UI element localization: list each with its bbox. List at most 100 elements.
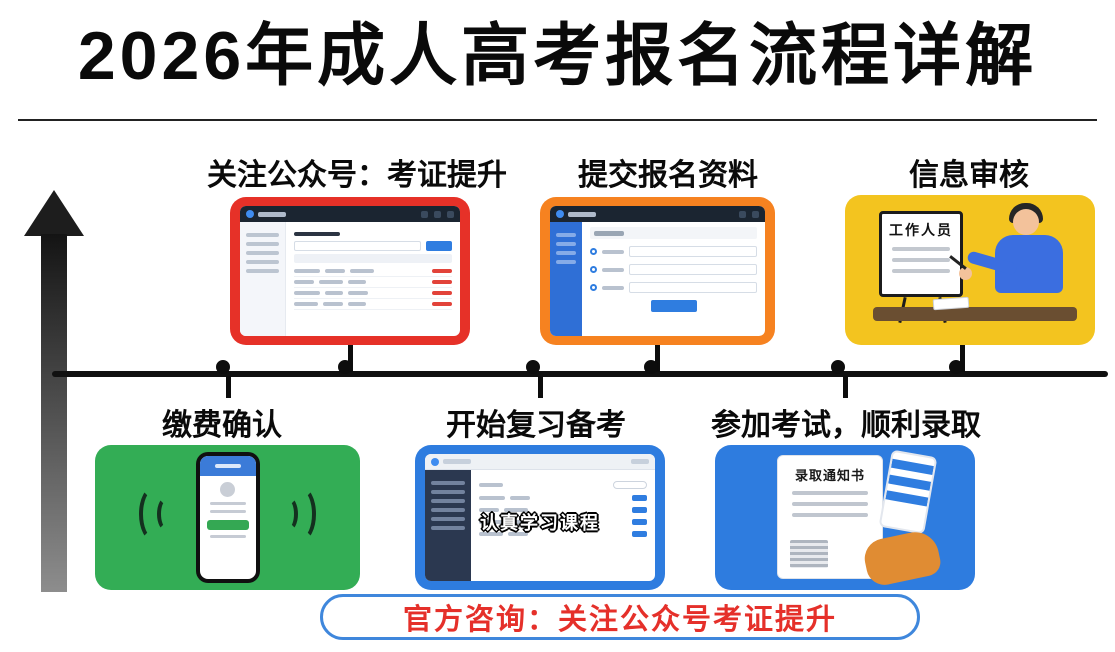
phone-text-line bbox=[209, 510, 246, 513]
step-label-exam: 参加考试，顺利录取 bbox=[711, 409, 981, 442]
step-label-review: 信息审核 bbox=[909, 159, 1029, 192]
screenshot-registration-form bbox=[550, 206, 765, 336]
whiteboard-title: 工作人员 bbox=[889, 222, 953, 238]
step-label-follow: 关注公众号：考证提升 bbox=[207, 159, 507, 192]
whiteboard-line bbox=[892, 247, 950, 251]
sidebar-menu bbox=[240, 222, 286, 336]
timeline-node-study bbox=[526, 360, 540, 374]
letter-line bbox=[792, 491, 868, 495]
menu-item bbox=[556, 251, 576, 255]
titlebar-text bbox=[631, 459, 649, 464]
card-follow-official-account bbox=[230, 197, 470, 345]
course-row bbox=[479, 531, 647, 537]
table-header bbox=[294, 254, 452, 263]
course-list-area bbox=[471, 470, 655, 581]
sidebar-menu bbox=[425, 470, 471, 581]
form-row bbox=[590, 282, 757, 293]
avatar bbox=[220, 482, 235, 497]
menu-item bbox=[431, 499, 465, 503]
card-information-review: 工作人员 bbox=[845, 195, 1095, 345]
connector-submit bbox=[655, 340, 660, 372]
timeline-node-submit bbox=[644, 360, 658, 374]
phone-screen bbox=[199, 456, 256, 579]
connector-pay bbox=[226, 376, 231, 398]
connector-follow bbox=[348, 340, 353, 372]
browser-titlebar bbox=[240, 206, 460, 222]
menu-item bbox=[556, 242, 576, 246]
timeline-node-pay bbox=[216, 360, 230, 374]
signal-wave-icon bbox=[139, 487, 167, 541]
phone-text-line bbox=[209, 502, 246, 505]
course-button bbox=[632, 531, 647, 537]
table-row bbox=[294, 266, 452, 277]
menu-item bbox=[431, 508, 465, 512]
site-logo-icon bbox=[246, 210, 254, 218]
card-stripe bbox=[888, 474, 932, 491]
timeline-node-exam bbox=[831, 360, 845, 374]
signal-wave-icon bbox=[288, 487, 316, 541]
menu-item bbox=[431, 526, 465, 530]
signal-wave-icon bbox=[280, 497, 298, 531]
menu-item bbox=[431, 517, 465, 521]
course-row bbox=[479, 495, 647, 501]
admission-letter-title: 录取通知书 bbox=[794, 468, 865, 483]
titlebar-text bbox=[568, 211, 596, 217]
titlebar-icon bbox=[421, 210, 428, 218]
phone-app-header bbox=[199, 456, 256, 476]
staff-head bbox=[1013, 209, 1039, 235]
course-row bbox=[479, 519, 647, 525]
footer-consult-pill: 官方咨询：关注公众号考证提升 bbox=[320, 594, 920, 640]
menu-item bbox=[246, 242, 279, 246]
staff-hand bbox=[959, 267, 972, 280]
sidebar-menu bbox=[550, 222, 582, 336]
id-card bbox=[878, 449, 938, 535]
card-stripe bbox=[885, 490, 929, 507]
titlebar-text bbox=[443, 459, 471, 464]
step-label-submit: 提交报名资料 bbox=[578, 159, 758, 192]
radio-icon bbox=[590, 248, 597, 255]
card-stripe bbox=[890, 458, 934, 475]
connector-review bbox=[960, 340, 965, 372]
search-button bbox=[426, 241, 452, 251]
search-pill bbox=[613, 481, 647, 489]
form-area bbox=[582, 222, 765, 336]
menu-item bbox=[431, 490, 465, 494]
submit-button bbox=[650, 300, 697, 312]
browser-titlebar bbox=[550, 206, 765, 222]
table-row bbox=[294, 299, 452, 310]
site-logo-icon bbox=[431, 457, 439, 466]
card-submit-materials bbox=[540, 197, 775, 345]
form-row bbox=[590, 264, 757, 275]
course-row bbox=[479, 507, 647, 513]
study-overlay-text: 认真学习课程 bbox=[480, 512, 600, 533]
form-input bbox=[629, 264, 757, 275]
page-heading bbox=[294, 232, 340, 236]
up-arrow-shaft bbox=[41, 234, 67, 592]
form-input bbox=[629, 282, 757, 293]
titlebar-icon bbox=[447, 210, 454, 218]
up-arrow-icon bbox=[24, 190, 84, 236]
radio-icon bbox=[590, 284, 597, 291]
card-start-studying: 认真学习课程 bbox=[415, 445, 665, 590]
browser-titlebar bbox=[425, 454, 655, 470]
timeline-line bbox=[52, 371, 1108, 377]
search-input bbox=[294, 241, 421, 251]
whiteboard-line bbox=[892, 258, 950, 262]
table-row bbox=[294, 288, 452, 299]
titlebar-icon bbox=[752, 210, 759, 218]
menu-item bbox=[246, 269, 279, 273]
whiteboard-line bbox=[892, 269, 950, 273]
connector-study bbox=[538, 376, 543, 398]
screenshot-official-site bbox=[240, 206, 460, 336]
timeline-node-follow bbox=[338, 360, 352, 374]
desk bbox=[873, 307, 1077, 321]
menu-item bbox=[556, 233, 576, 237]
step-label-study: 开始复习备考 bbox=[446, 409, 626, 442]
step-label-pay: 缴费确认 bbox=[162, 409, 282, 442]
menu-item bbox=[246, 233, 279, 237]
letter-stamp bbox=[790, 540, 828, 568]
timeline-node-review bbox=[949, 360, 963, 374]
card-exam-admission: 录取通知书 bbox=[715, 445, 975, 590]
menu-item bbox=[556, 260, 576, 264]
